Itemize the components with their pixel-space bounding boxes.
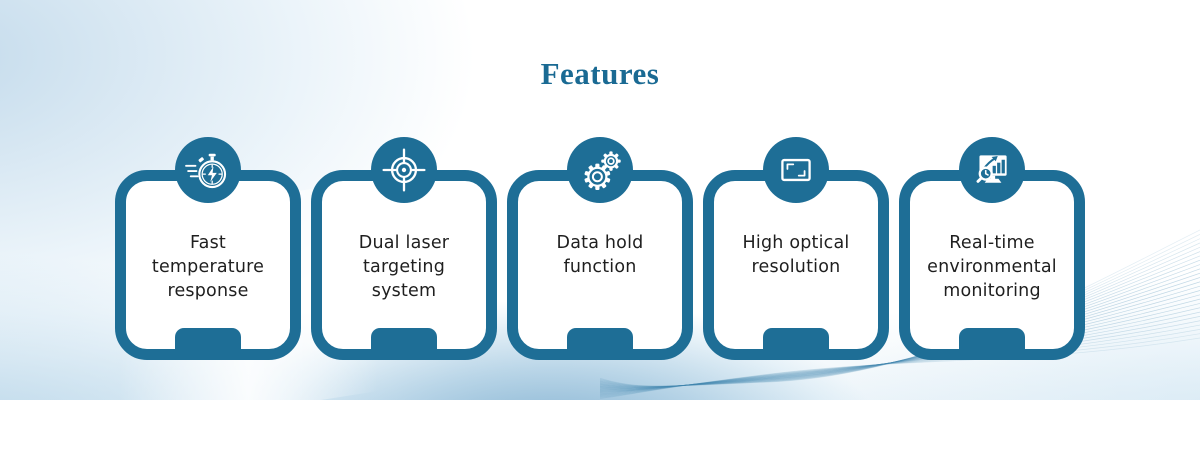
feature-card-fast-temperature: Fast temperature response xyxy=(115,137,301,360)
page-title: Features xyxy=(540,56,660,91)
card-label: Fast temperature response xyxy=(151,233,265,301)
feature-card-environmental-monitoring: Real-time environmental monitoring xyxy=(899,137,1085,360)
icon-badge xyxy=(567,137,633,203)
monitor-analytics-icon xyxy=(976,155,1007,183)
feature-card-optical-resolution: High optical resolution xyxy=(703,137,889,360)
icon-badge xyxy=(959,137,1025,203)
gears-icon xyxy=(584,151,621,190)
feature-card-data-hold: Data hold function xyxy=(507,137,693,360)
frame-brackets-icon xyxy=(781,158,811,182)
feature-card-dual-laser: Dual laser targeting system xyxy=(311,137,497,360)
card-bottom-tab xyxy=(763,328,829,349)
card-label: High optical resolution xyxy=(742,233,850,277)
icon-badge xyxy=(175,137,241,203)
features-row: Fast temperature response Dual laser tar… xyxy=(0,137,1200,360)
crosshair-target-icon xyxy=(382,148,426,192)
icon-badge xyxy=(763,137,829,203)
card-label: Data hold function xyxy=(556,233,644,277)
icon-badge xyxy=(371,137,437,203)
stopwatch-lightning-icon xyxy=(185,153,227,189)
card-bottom-tab xyxy=(175,328,241,349)
card-bottom-tab xyxy=(567,328,633,349)
card-label: Dual laser targeting system xyxy=(358,233,450,301)
card-label: Real-time environmental monitoring xyxy=(927,233,1057,301)
card-bottom-tab xyxy=(959,328,1025,349)
card-bottom-tab xyxy=(371,328,437,349)
